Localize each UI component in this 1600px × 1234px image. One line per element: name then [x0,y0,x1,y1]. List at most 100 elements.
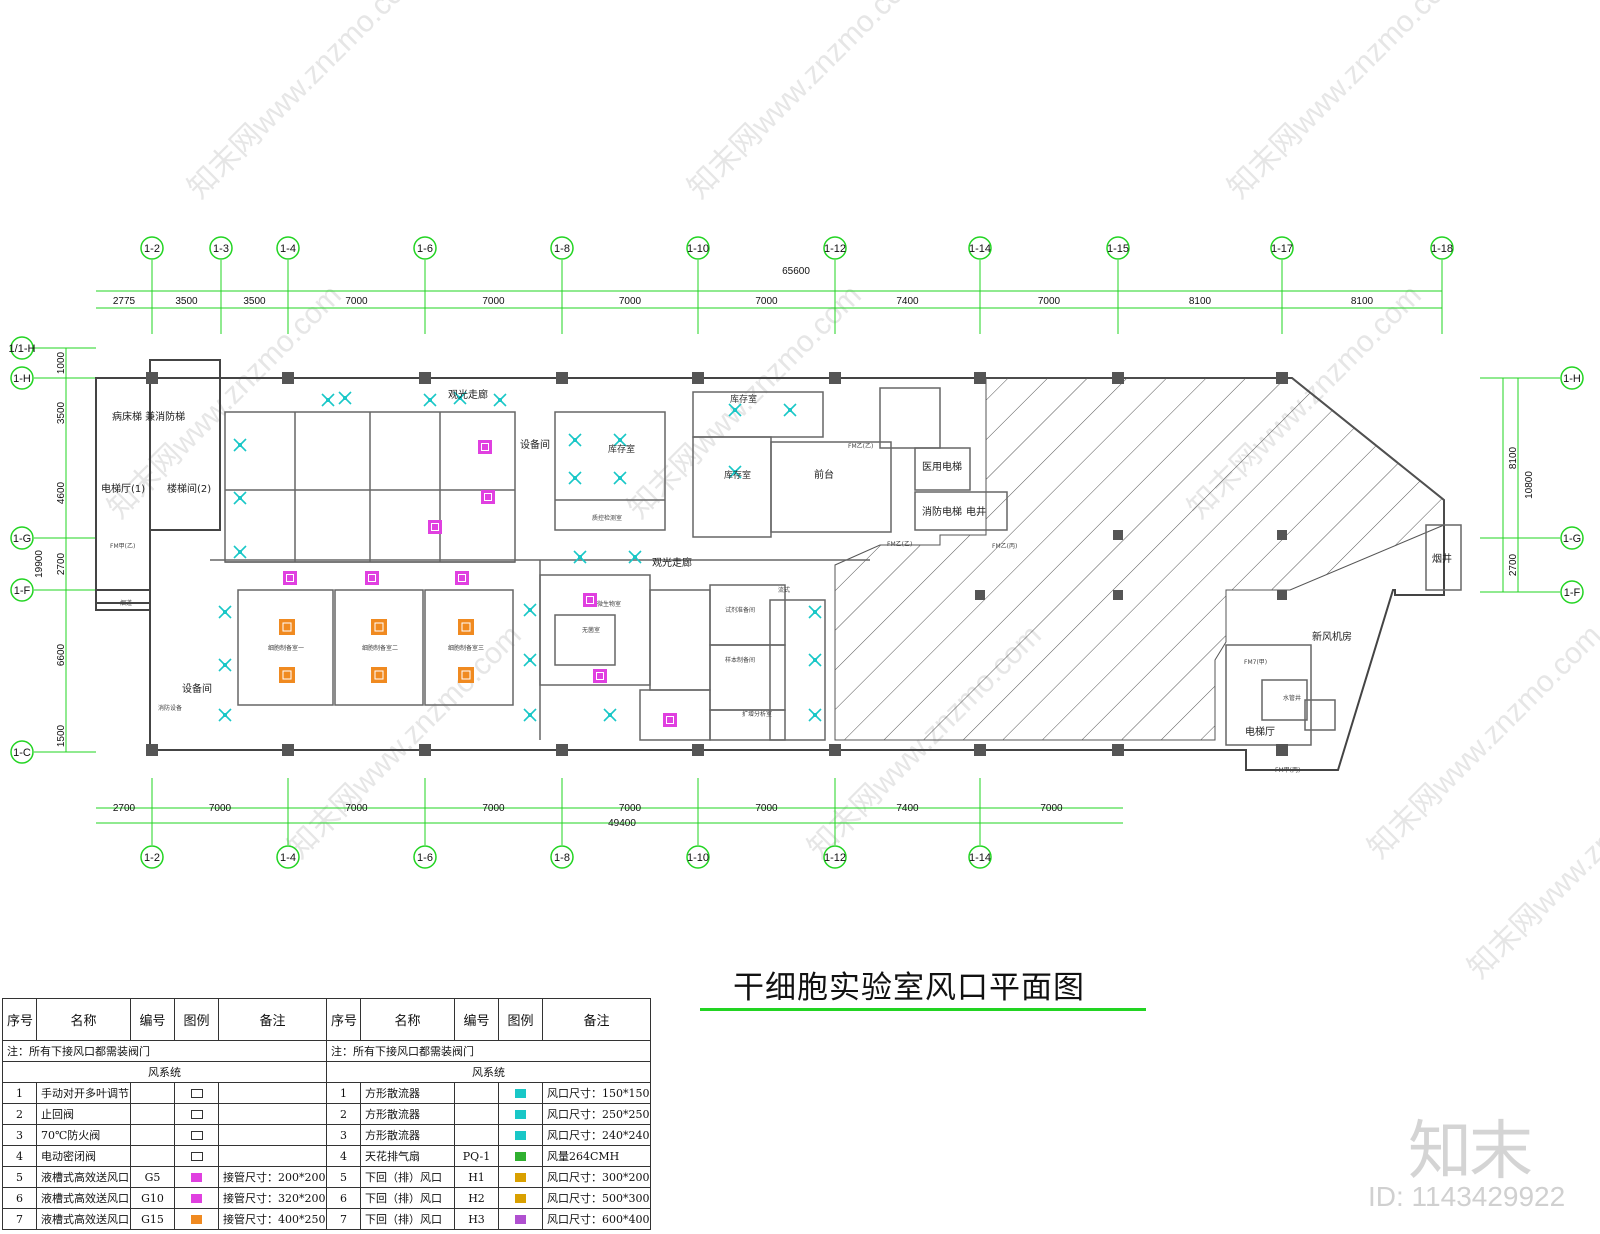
drawing-id: ID: 1143429922 [1368,1181,1566,1212]
dim-left: 3500 [56,401,67,424]
column [1112,744,1124,756]
column [1277,590,1287,600]
axis-right-1: 1-G [1560,526,1584,550]
dim-left: 4600 [56,481,67,504]
room-fire-elev: 消防电梯 [922,505,962,518]
legend-header: 编号 [130,998,175,1041]
legend-no: 2 [326,1103,361,1125]
diffuser-240-icon [515,1131,526,1140]
legend-remark: 接管尺寸：320*200 [218,1187,327,1209]
fire-damper-icon [190,1131,203,1140]
grid-lines [65,290,1519,824]
axis-bottom-1-4: 1-4 [276,845,300,869]
dim-left: 6600 [56,643,67,666]
hepa-outlet-icon [593,669,607,683]
hepa-g5-icon [191,1173,202,1182]
dim-bottom: 7000 [755,803,778,814]
dim-top: 8100 [1189,296,1212,307]
hepa-outlet-icon [279,667,295,683]
column [419,372,431,384]
dim-bottom: 7400 [896,803,919,814]
dim-bottom-total: 49400 [608,818,636,829]
axis-top-1-6: 1-6 [413,236,437,260]
axis-bottom-1-14: 1-14 [968,845,992,869]
legend-code [130,1103,175,1125]
square-diffuser-icon [808,708,822,722]
legend-no: 3 [326,1124,361,1146]
legend-code [130,1082,175,1104]
legend-name: 电动密闭阀 [36,1145,131,1167]
axis-bottom-1-10: 1-10 [686,845,710,869]
hepa-outlet-icon [458,619,474,635]
hepa-outlet-icon [481,490,495,504]
legend-name: 液槽式高效送风口 [36,1208,131,1230]
legend-header: 图例 [174,998,219,1041]
legend-code: G15 [130,1208,175,1230]
dim-left-total: 19900 [34,550,45,578]
room-reception: 前台 [814,468,834,481]
room-water-shaft: 水管井 [1283,694,1301,702]
column [282,372,294,384]
column [1113,590,1123,600]
legend-code: G5 [130,1166,175,1188]
axis-bottom-1-8: 1-8 [550,845,574,869]
legend-section: 风系统 [326,1061,651,1083]
dim-top: 2775 [113,296,136,307]
hepa-outlet-icon [371,619,387,635]
room-equip-top: 设备间 [520,438,550,451]
legend-remark: 风口尺寸：250*250 [542,1103,651,1125]
axis-top-1-3-label: 1-3 [213,243,229,255]
legend-symbol-cell [174,1124,219,1146]
square-diffuser-icon [423,393,437,407]
square-diffuser-icon [493,393,507,407]
column [692,372,704,384]
axis-top-1-14: 1-14 [968,236,992,260]
column [1277,530,1287,540]
axis-bottom-1-10-label: 1-10 [687,852,709,864]
room-storage2: 库存室 [724,469,751,481]
legend-name: 液槽式高效送风口 [36,1187,131,1209]
axis-top-1-8: 1-8 [550,236,574,260]
square-diffuser-icon [808,653,822,667]
watermark-text: 知末网www.znzmo.com [1222,0,1468,205]
legend-note-row: 注：所有下接风口都需装阀门注：所有下接风口都需装阀门 [2,1040,651,1062]
legend-symbol-cell [174,1208,219,1230]
dim-bottom: 7000 [345,803,368,814]
legend-symbol-cell [498,1208,543,1230]
axis-right-0-label: 1-H [1563,373,1581,385]
door-tag-2: FM乙(乙) [848,443,873,450]
legend-remark [218,1124,327,1146]
return-h1-icon [515,1173,526,1182]
room-expand: 扩增分析室 [742,710,772,718]
room-elev-hall: 电梯厅(1) [101,482,145,495]
axis-top-1-15: 1-15 [1106,236,1130,260]
legend-name: 天花排气扇 [360,1145,455,1167]
axis-top-1-12-label: 1-12 [824,243,846,255]
legend-remark: 接管尺寸：200*200 [218,1166,327,1188]
dim-top: 7000 [755,296,778,307]
column [419,744,431,756]
legend-no: 2 [2,1103,37,1125]
legend-no: 3 [2,1124,37,1146]
column [975,590,985,600]
legend-no: 7 [2,1208,37,1230]
axis-left-2-label: 1-G [13,533,31,545]
legend-name: 液槽式高效送风口 [36,1166,131,1188]
axis-bottom-1-6: 1-6 [413,845,437,869]
axis-bottom-1-8-label: 1-8 [554,852,570,864]
column [692,744,704,756]
square-diffuser-icon [573,550,587,564]
axis-left-3: 1-F [10,578,34,602]
legend-code: H2 [454,1187,499,1209]
hepa-g15-icon [191,1215,202,1224]
square-diffuser-icon [603,708,617,722]
legend-no: 1 [2,1082,37,1104]
square-diffuser-icon [783,403,797,417]
square-diffuser-icon [218,605,232,619]
